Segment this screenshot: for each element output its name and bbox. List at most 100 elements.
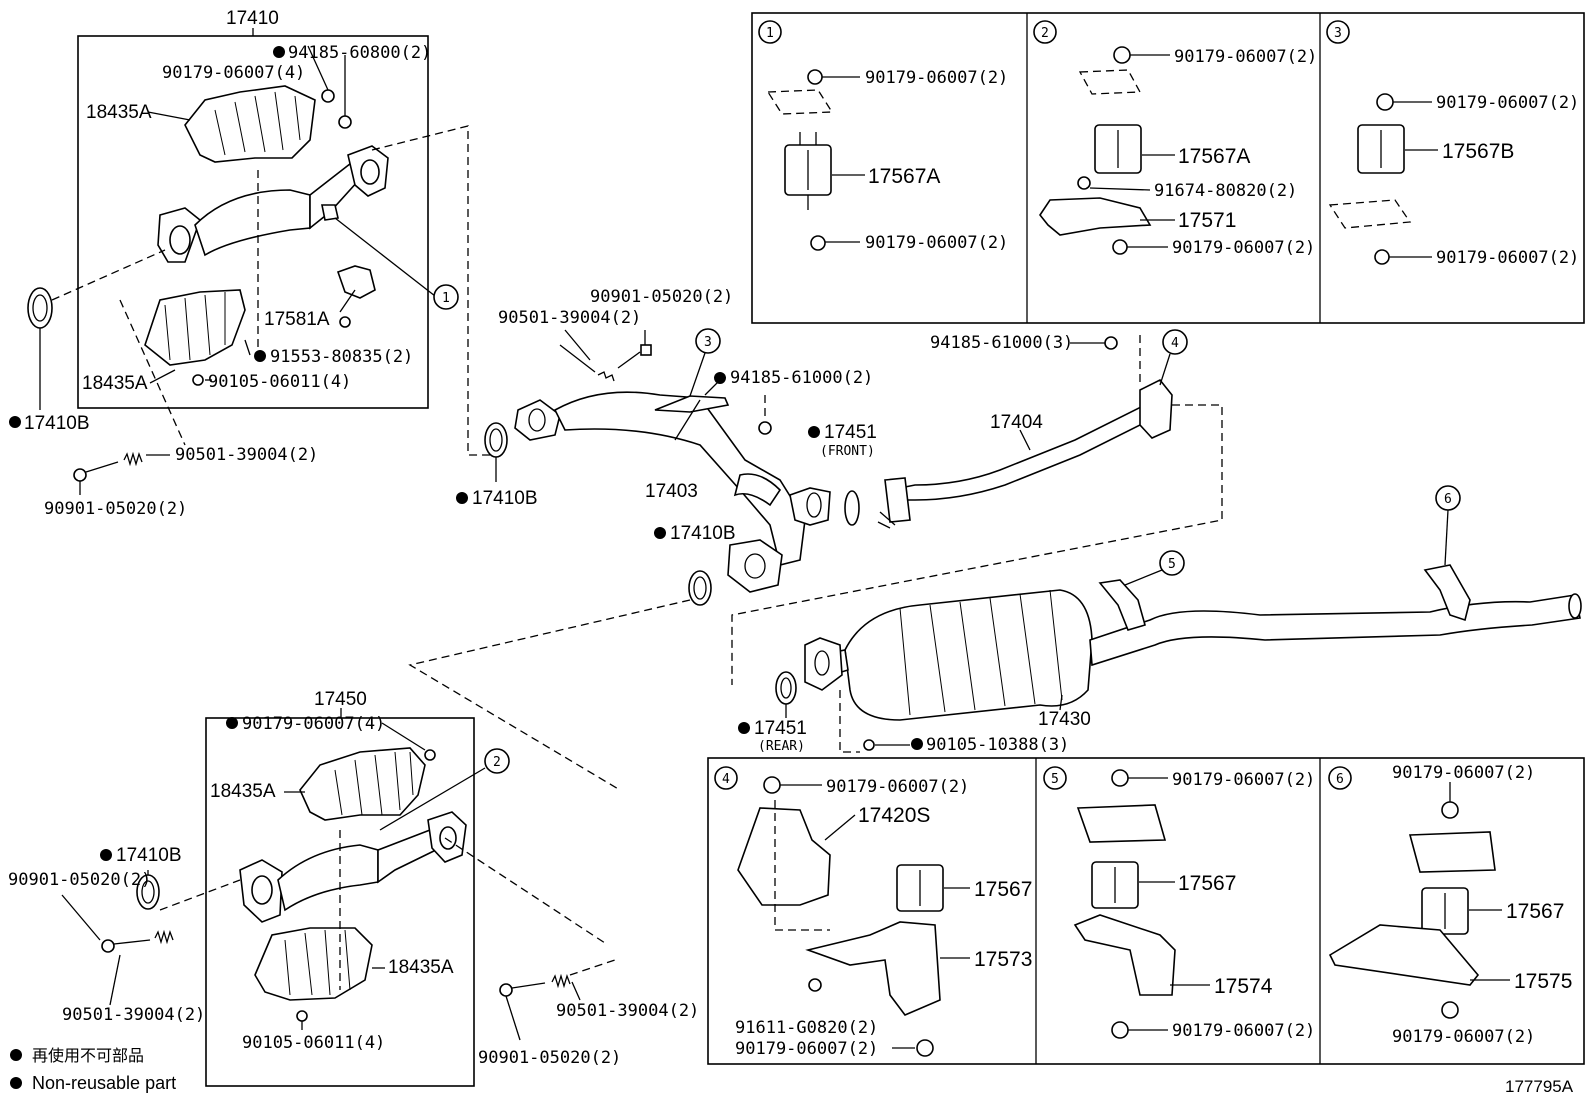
group-17450: 17450 90179-06007(4) 18435A 18435A 9 <box>205 689 486 1087</box>
gasket-17410B <box>688 570 712 606</box>
bolt-icon <box>296 1010 308 1022</box>
part-17404: 17404 <box>990 412 1043 433</box>
gasket-17410B <box>27 287 53 329</box>
part-18435A: 18435A <box>210 781 276 802</box>
part-18435A: 18435A <box>388 957 454 978</box>
inset-2-bottom-nut: 90179-06007(2) <box>1172 238 1315 258</box>
inset-1-top-nut: 90179-06007(2) <box>865 68 1008 88</box>
part-90501-39004: 90501-39004(2) <box>175 445 318 465</box>
heat-shield-upper-1 <box>184 85 316 163</box>
nut-icon <box>807 69 823 85</box>
non-reusable-marker <box>911 738 923 750</box>
part-90105-06011: 90105-06011(4) <box>208 372 351 392</box>
inset-6-part: 17567 <box>1506 900 1564 923</box>
spring-icon <box>154 929 174 945</box>
part-90105-10388: 90105-10388(3) <box>926 735 1069 755</box>
bracket-17571 <box>1039 197 1152 236</box>
inset-4-bolt: 91611-G0820(2) <box>735 1018 878 1038</box>
inset-4-number: 4 <box>722 772 730 787</box>
inset-3-part: 17567B <box>1442 140 1514 163</box>
group-17410: 17410 <box>77 8 436 409</box>
bracket-17573 <box>805 921 941 1016</box>
bolt-icon <box>1077 176 1091 190</box>
part-18435A: 18435A <box>86 102 152 123</box>
bolt-icon <box>863 739 875 751</box>
callout-1 <box>433 284 459 310</box>
non-reusable-marker <box>273 46 285 58</box>
part-90105-06011: 90105-06011(4) <box>242 1033 385 1053</box>
nut-icon <box>810 235 826 251</box>
legend-jp: 再使用不可部品 <box>32 1047 144 1065</box>
callout-5-label: 5 <box>1168 557 1176 572</box>
inset-panel-bottom: 4 90179-06007(2) 17420S 17567 17573 9161… <box>707 757 1585 1065</box>
legend: 再使用不可部品 Non-reusable part <box>10 1047 176 1093</box>
inset-6-top-nut: 90179-06007(2) <box>1392 763 1535 783</box>
nut-icon <box>1376 93 1394 111</box>
inset-4: 4 90179-06007(2) 17420S 17567 17573 9161… <box>714 766 1032 1059</box>
callout-2 <box>484 748 510 774</box>
callout-2-label: 2 <box>493 755 501 770</box>
nut-icon <box>916 1039 934 1057</box>
part-90501-39004: 90501-39004(2) <box>556 1001 699 1021</box>
center-pipe-17404 <box>877 378 1173 529</box>
inset-3: 3 90179-06007(2) 17567B 90179-06007(2) <box>1326 20 1579 268</box>
part-90901-05020: 90901-05020(2) <box>44 499 187 519</box>
gasket-17410B <box>484 422 508 458</box>
part-94185-60800: 94185-60800(2) <box>288 43 431 63</box>
non-reusable-marker <box>738 722 750 734</box>
inset-6-number: 6 <box>1336 772 1344 787</box>
catalytic-converter-1 <box>157 145 389 263</box>
bolt-icon <box>499 983 513 997</box>
non-reusable-marker <box>254 350 266 362</box>
non-reusable-marker <box>9 416 21 428</box>
inset-5-part: 17567 <box>1178 872 1236 895</box>
inset-2-bracket: 17571 <box>1178 209 1236 232</box>
frame-icon <box>1076 804 1167 843</box>
muffler-17430 <box>804 564 1582 721</box>
part-90901-05020: 90901-05020(2) <box>8 870 151 890</box>
inset-3-number: 3 <box>1334 26 1342 41</box>
front-label: (FRONT) <box>820 444 875 459</box>
part-18435A: 18435A <box>82 373 148 394</box>
bolt-icon <box>192 374 204 386</box>
frame-icon <box>1408 831 1496 873</box>
inset-2-bolt: 91674-80820(2) <box>1154 181 1297 201</box>
non-reusable-marker <box>808 426 820 438</box>
legend-en: Non-reusable part <box>32 1073 176 1093</box>
part-17451-rear: 17451 <box>754 718 807 739</box>
inset-2: 2 90179-06007(2) 17567A 91674-80820(2) 1… <box>1033 20 1317 258</box>
gasket-17451-front <box>844 490 860 526</box>
support-17581A <box>336 265 376 299</box>
callout-3-label: 3 <box>704 335 712 350</box>
part-17430: 17430 <box>1038 709 1091 730</box>
part-17410B: 17410B <box>472 488 538 509</box>
diagram-id: 177795A <box>1505 1077 1574 1096</box>
bolt-icon <box>339 316 351 328</box>
inset-5: 5 90179-06007(2) 17567 17574 90179-06007… <box>1043 766 1315 1041</box>
bolt-icon <box>101 939 115 953</box>
part-17581A: 17581A <box>264 309 330 330</box>
group-17450-box <box>205 717 475 1087</box>
heat-shield-lower-1 <box>144 289 246 366</box>
inset-4-part: 17567 <box>974 878 1032 901</box>
callout-4 <box>1162 329 1188 355</box>
inset-3-top-nut: 90179-06007(2) <box>1436 93 1579 113</box>
part-90901-05020: 90901-05020(2) <box>478 1048 621 1068</box>
non-reusable-marker <box>100 849 112 861</box>
legend-dot <box>10 1049 22 1061</box>
part-17410B: 17410B <box>116 845 182 866</box>
callout-4-label: 4 <box>1171 336 1179 351</box>
inset-1-bottom-nut: 90179-06007(2) <box>865 233 1008 253</box>
non-reusable-marker <box>654 527 666 539</box>
nut-icon <box>424 749 436 761</box>
spring-icon <box>123 451 143 467</box>
inset-6-bracket: 17575 <box>1514 970 1572 993</box>
bracket-17575 <box>1328 924 1480 986</box>
inset-1: 1 90179-06007(2) 17567A 90179-06007(2) <box>758 20 1008 253</box>
inset-5-bottom-nut: 90179-06007(2) <box>1172 1021 1315 1041</box>
non-reusable-marker <box>714 372 726 384</box>
part-90179-06007: 90179-06007(4) <box>162 63 305 83</box>
heat-shield-upper-2 <box>299 747 426 821</box>
inset-2-number: 2 <box>1041 26 1049 41</box>
